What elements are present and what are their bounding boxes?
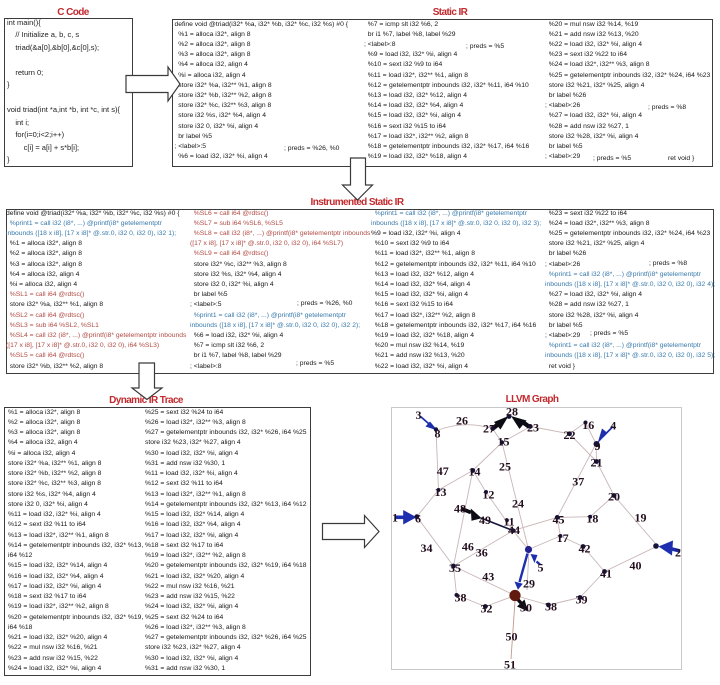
svg-text:3: 3 [416, 408, 422, 422]
svg-text:14: 14 [469, 465, 481, 479]
svg-text:49: 49 [479, 513, 491, 527]
svg-text:2: 2 [675, 546, 681, 560]
svg-text:48: 48 [454, 502, 466, 516]
svg-text:43: 43 [482, 570, 494, 584]
svg-text:13: 13 [435, 485, 447, 499]
svg-text:38: 38 [455, 591, 467, 605]
svg-text:47: 47 [437, 464, 449, 478]
svg-text:34: 34 [421, 541, 433, 555]
svg-text:45: 45 [553, 513, 565, 527]
svg-text:22: 22 [564, 428, 576, 442]
svg-text:17: 17 [557, 531, 569, 545]
svg-text:6: 6 [415, 512, 421, 526]
svg-text:29: 29 [523, 577, 535, 591]
svg-text:26: 26 [456, 414, 468, 428]
svg-text:44: 44 [508, 523, 520, 537]
svg-text:39: 39 [576, 593, 588, 607]
svg-text:15: 15 [498, 435, 510, 449]
svg-text:16: 16 [582, 418, 594, 432]
svg-text:40: 40 [630, 559, 642, 573]
svg-text:12: 12 [482, 487, 494, 501]
svg-text:35: 35 [449, 561, 461, 575]
svg-text:51: 51 [504, 658, 516, 671]
svg-text:8: 8 [435, 427, 441, 441]
svg-text:50: 50 [506, 630, 518, 644]
svg-text:41: 41 [600, 567, 612, 581]
svg-text:28: 28 [506, 407, 518, 419]
svg-text:27: 27 [483, 422, 495, 436]
svg-text:18: 18 [586, 512, 598, 526]
svg-text:38: 38 [545, 600, 557, 614]
svg-text:23: 23 [527, 421, 539, 435]
svg-text:1: 1 [392, 511, 398, 525]
svg-text:9: 9 [595, 439, 601, 453]
svg-text:25: 25 [499, 460, 511, 474]
svg-text:5: 5 [538, 561, 544, 575]
svg-text:46: 46 [462, 540, 474, 554]
svg-text:30: 30 [520, 601, 532, 615]
svg-text:21: 21 [591, 456, 603, 470]
svg-text:4: 4 [610, 419, 616, 433]
svg-text:11: 11 [503, 514, 514, 528]
svg-text:32: 32 [481, 602, 493, 616]
svg-text:20: 20 [608, 490, 620, 504]
svg-text:36: 36 [476, 546, 488, 560]
svg-text:19: 19 [635, 511, 647, 525]
svg-text:42: 42 [579, 542, 591, 556]
svg-text:24: 24 [512, 497, 524, 511]
svg-text:37: 37 [572, 475, 584, 489]
